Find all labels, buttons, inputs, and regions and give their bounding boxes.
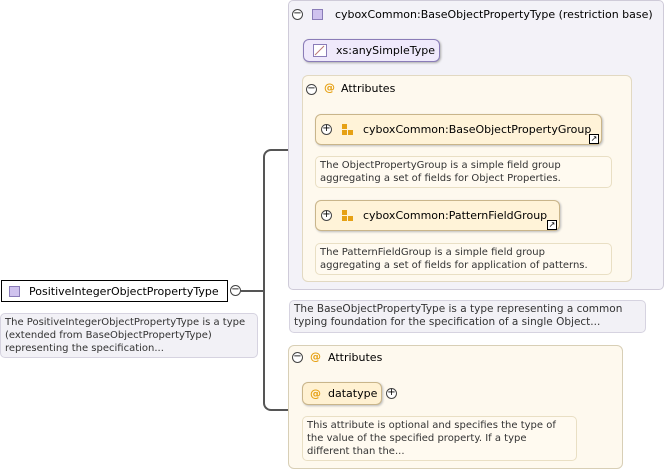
- attributes-icon: @: [310, 350, 321, 363]
- collapse-base-attributes-button[interactable]: −: [306, 83, 317, 95]
- base-type-icon: [312, 9, 323, 20]
- group-doc: The PatternFieldGroup is a simple field …: [315, 243, 612, 275]
- connector-lower-branch: [263, 290, 291, 411]
- link-icon[interactable]: ↗: [589, 134, 599, 144]
- base-type-title: cyboxCommon:BaseObjectPropertyType (rest…: [335, 8, 653, 21]
- root-type-name: PositiveIntegerObjectPropertyType: [29, 284, 219, 298]
- root-type-node[interactable]: PositiveIntegerObjectPropertyType: [1, 280, 228, 302]
- root-type-doc: The PositiveIntegerObjectPropertyType is…: [0, 313, 258, 358]
- collapse-base-button[interactable]: −: [292, 8, 303, 20]
- expand-group-button[interactable]: +: [321, 123, 332, 135]
- expand-group-button[interactable]: +: [321, 209, 332, 221]
- connector-upper-branch: [263, 149, 291, 293]
- simple-type-icon: [313, 44, 327, 57]
- attribute-doc: This attribute is optional and specifies…: [302, 416, 577, 461]
- connector-root-stub: [241, 290, 265, 292]
- link-icon[interactable]: ↗: [547, 220, 557, 230]
- attribute-group-icon: [342, 124, 353, 135]
- attribute-group-icon: [342, 210, 353, 221]
- group-name: cyboxCommon:BaseObjectPropertyGroup: [363, 123, 592, 136]
- attribute-node[interactable]: @ datatype: [302, 382, 382, 405]
- group-doc: The ObjectPropertyGroup is a simple fiel…: [315, 156, 612, 188]
- base-attributes-label: Attributes: [341, 82, 396, 95]
- extension-attributes-label: Attributes: [328, 351, 383, 364]
- base-type-doc: The BaseObjectPropertyType is a type rep…: [289, 300, 646, 333]
- simple-type-node[interactable]: xs:anySimpleType: [303, 39, 440, 62]
- simple-type-name: xs:anySimpleType: [336, 44, 435, 57]
- attribute-group-node[interactable]: + cyboxCommon:BaseObjectPropertyGroup: [315, 114, 602, 145]
- expand-attribute-button[interactable]: +: [386, 387, 397, 399]
- attributes-icon: @: [324, 81, 335, 94]
- complex-type-icon: [9, 285, 20, 297]
- attribute-icon: @: [310, 387, 321, 400]
- group-name: cyboxCommon:PatternFieldGroup: [363, 209, 548, 222]
- collapse-extension-attributes-button[interactable]: −: [292, 351, 303, 363]
- attribute-group-node[interactable]: + cyboxCommon:PatternFieldGroup: [315, 200, 560, 231]
- attribute-name: datatype: [328, 387, 378, 400]
- collapse-root-button[interactable]: −: [230, 284, 241, 296]
